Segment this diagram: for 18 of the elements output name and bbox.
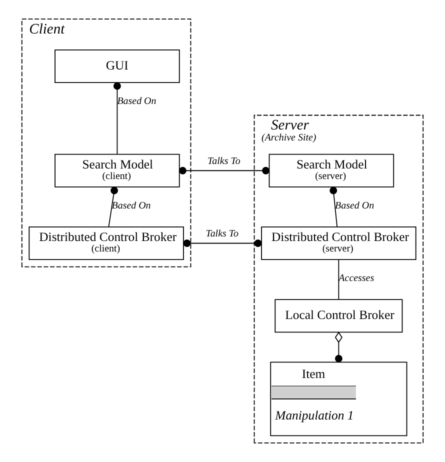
edge-label: Based On [117,96,156,108]
edge-label: Based On [335,200,374,212]
connector [108,186,118,228]
node-box: Search Model (client) [54,154,180,188]
edge-label: Talks To [208,156,240,168]
connector [113,82,121,154]
connector [183,240,262,247]
connector [338,259,340,300]
edge-label: Talks To [206,228,239,240]
node-box: Distributed Control Broker (client) [28,226,184,260]
connector [330,186,338,228]
edge-label: Based On [112,200,151,212]
node-box: GUI [54,49,180,84]
node-box: Distributed Control Broker (server) [261,226,416,260]
node-box: Local Control Broker [274,299,403,333]
connector [334,332,342,362]
connector [179,166,270,174]
node-box: Search Model (server) [268,154,394,188]
